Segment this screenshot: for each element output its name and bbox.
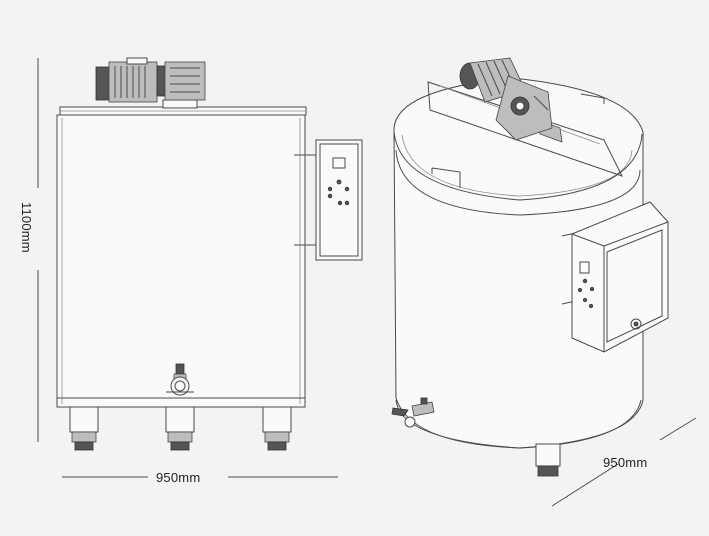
front-tank-body: [56, 114, 306, 408]
front-motor: [95, 57, 206, 103]
iso-leg: [535, 443, 561, 477]
front-control-box: [294, 139, 363, 261]
front-outlet-valve: [166, 363, 194, 396]
iso-outlet-valve: [391, 397, 435, 428]
iso-motor: [459, 57, 553, 141]
width-front-dimension-label: 950mm: [156, 470, 201, 485]
front-view: [37, 57, 363, 478]
front-lid: [59, 99, 307, 116]
front-legs: [69, 406, 292, 451]
iso-tank-body: [393, 77, 644, 449]
width-side-dimension-line: [551, 417, 697, 507]
iso-lid-handles: [431, 93, 605, 188]
width-side-dimension-label: 950mm: [603, 455, 648, 470]
height-dimension-label: 1100mm: [19, 202, 34, 253]
iso-control-box: [561, 201, 669, 353]
iso-view: [391, 57, 697, 507]
